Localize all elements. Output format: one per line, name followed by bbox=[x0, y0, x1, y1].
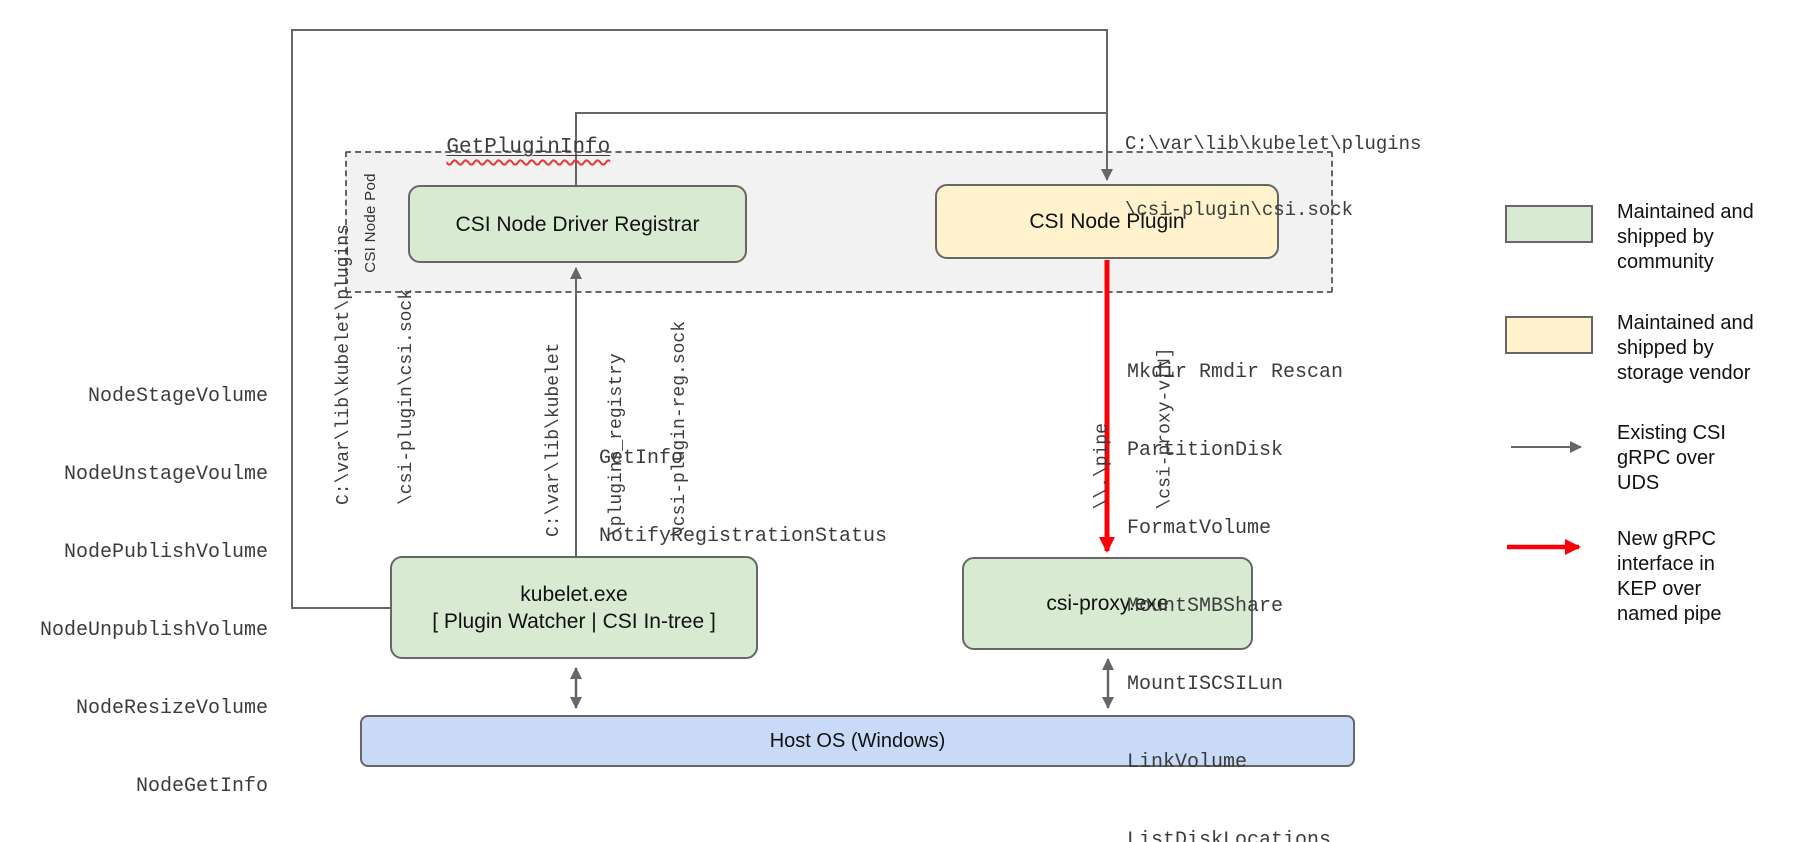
legend-community-label: Maintained and shipped by community bbox=[1617, 201, 1754, 273]
path-line: \csi-plugin-reg.sock bbox=[670, 320, 690, 537]
registration-call: NotifyRegistrationStatus bbox=[599, 525, 888, 548]
path-line: C:\var\lib\kubelet bbox=[544, 342, 564, 537]
host-os-box: Host OS (Windows) bbox=[360, 715, 1355, 767]
node-method: NodeResizeVolume bbox=[75, 697, 268, 720]
node-method: NodeStageVolume bbox=[87, 385, 268, 408]
node-methods-list: NodeStageVolume NodeUnstageVoulme NodePu… bbox=[28, 332, 268, 842]
host-os-label: Host OS (Windows) bbox=[769, 729, 946, 752]
legend-vendor-label: Maintained and shipped by storage vendor bbox=[1617, 312, 1754, 384]
proxy-method: ListDiskLocations bbox=[1127, 829, 1332, 842]
get-plugin-info-label: GetPluginInfo bbox=[446, 136, 611, 159]
node-method: NodePublishVolume bbox=[63, 541, 268, 564]
proxy-method: PartitionDisk bbox=[1127, 439, 1284, 462]
path-line: C:\var\lib\kubelet\plugins bbox=[334, 224, 354, 505]
node-method: NodeUnpublishVolume bbox=[39, 619, 268, 642]
path-line: \\.\pipe bbox=[1092, 423, 1113, 510]
proxy-method: LinkVolume bbox=[1127, 751, 1248, 774]
kubelet-label-line2: [ Plugin Watcher | CSI In-tree ] bbox=[432, 609, 716, 633]
path-line: \csi-proxy-v[N] bbox=[1155, 347, 1176, 510]
csi-sock-path-top-label: C:\var\lib\kubelet\plugins \csi-plugin\c… bbox=[1125, 89, 1421, 265]
node-method: NodeGetInfo bbox=[135, 775, 268, 798]
legend-new-label: New gRPC interface in KEP over named pip… bbox=[1617, 528, 1722, 625]
existing-grpc-arrow-icon bbox=[1511, 441, 1582, 453]
named-pipe-path-label: \\.\pipe \csi-proxy-v[N] bbox=[1051, 347, 1176, 509]
new-grpc-arrow-icon bbox=[1507, 539, 1581, 555]
node-method: NodeUnstageVoulme bbox=[63, 463, 268, 486]
legend-existing-label: Existing CSI gRPC over UDS bbox=[1617, 422, 1726, 494]
registration-calls-list: GetInfo NotifyRegistrationStatus bbox=[599, 394, 887, 602]
proxy-method: MountISCSILun bbox=[1127, 673, 1284, 696]
proxy-methods-list: Mkdir Rmdir Rescan PartitionDisk FormatV… bbox=[1127, 308, 1343, 842]
legend-community-swatch bbox=[1505, 205, 1593, 243]
path-line: \csi-plugin\csi.sock bbox=[397, 288, 417, 505]
csi-sock-path-left-label: C:\var\lib\kubelet\plugins \csi-plugin\c… bbox=[292, 223, 417, 505]
proxy-method: Mkdir Rmdir Rescan bbox=[1127, 361, 1344, 384]
registration-call: GetInfo bbox=[599, 447, 684, 470]
path-line: C:\var\lib\kubelet\plugins bbox=[1125, 133, 1422, 155]
path-line: \plugins_registry bbox=[607, 353, 627, 537]
csi-node-pod-label: CSI Node Pod bbox=[362, 173, 379, 273]
registrar-label: CSI Node Driver Registrar bbox=[455, 212, 700, 236]
proxy-method: FormatVolume bbox=[1127, 517, 1272, 540]
registration-sock-path-label: C:\var\lib\kubelet \plugins_registry \cs… bbox=[502, 320, 690, 537]
proxy-method: MountSMBShare bbox=[1127, 595, 1284, 618]
legend-vendor-swatch bbox=[1505, 316, 1593, 354]
path-line: \csi-plugin\csi.sock bbox=[1125, 199, 1354, 221]
